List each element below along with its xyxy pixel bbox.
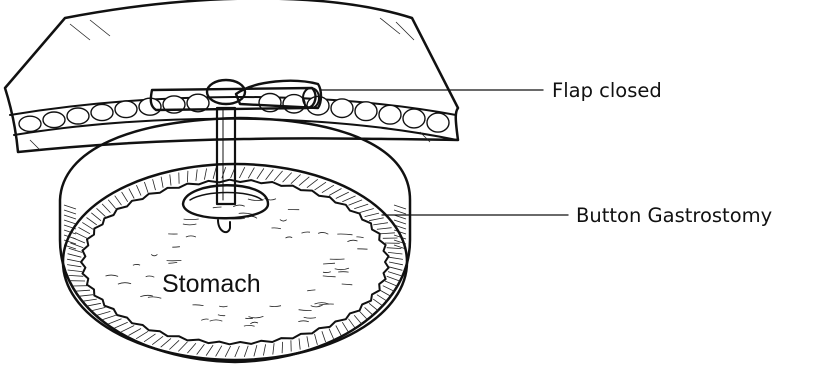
callout-button-label: Button Gastrostomy — [576, 204, 772, 227]
stomach-label: Stomach — [162, 270, 261, 298]
callout-flap: Flap closed — [320, 79, 662, 102]
abdominal-wall — [5, 0, 458, 152]
callout-flap-label: Flap closed — [552, 79, 662, 102]
skin-hatching — [30, 18, 430, 150]
callout-button: Button Gastrostomy — [382, 204, 772, 227]
